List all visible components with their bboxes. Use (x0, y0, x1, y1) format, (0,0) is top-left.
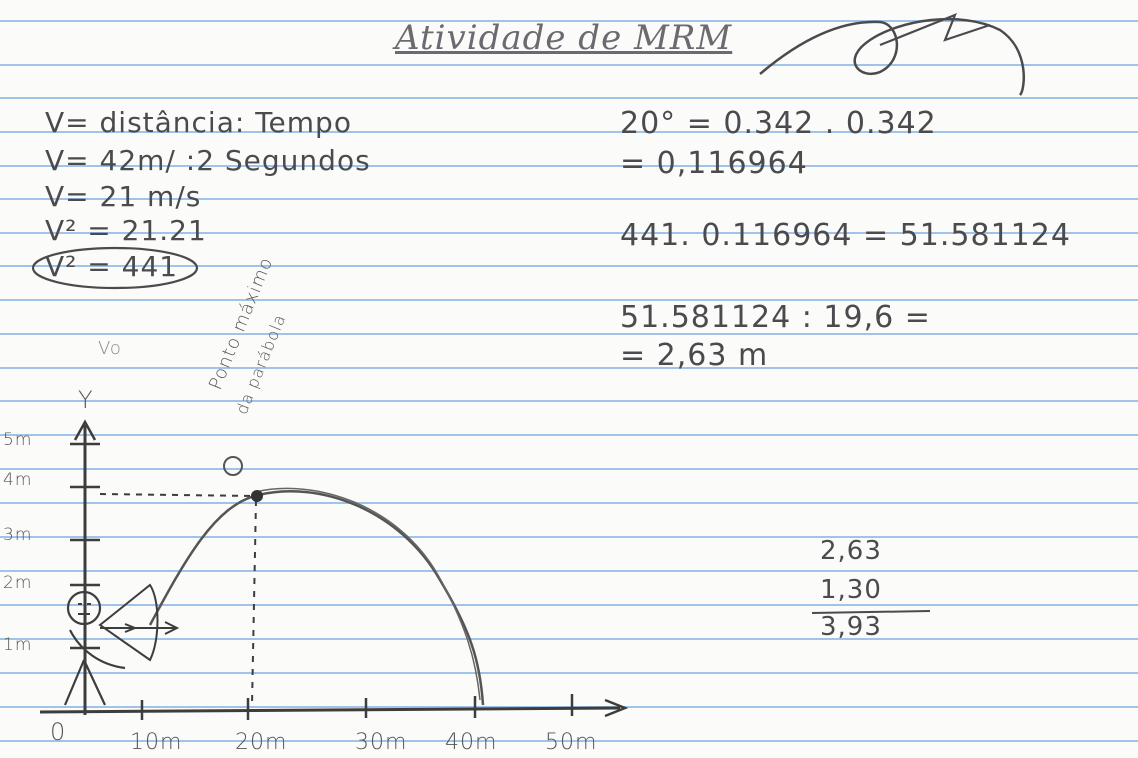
small-arrow-icon (124, 623, 138, 633)
sum-result: 3,93 (820, 612, 882, 642)
origin-label: 0 (50, 718, 67, 746)
x-axis-arrow-icon (604, 698, 629, 718)
y-tick-5m: 5m (3, 430, 33, 450)
ruled-line (0, 97, 1138, 99)
max-distance-guide (251, 499, 257, 706)
ruled-line (0, 672, 1138, 674)
signature-stroke (879, 13, 991, 47)
x-tick-20m: 20m (235, 730, 288, 755)
ruled-line (0, 299, 1138, 301)
x-axis (39, 706, 621, 714)
y-tick-4m: 4m (3, 470, 33, 490)
circle-around-result (31, 246, 199, 290)
launch-arrow-icon (164, 621, 180, 635)
note-line-1: V= distância: Tempo (45, 106, 352, 139)
trajectory-curve-retrace (254, 487, 481, 701)
calc-line-5: = 2,63 m (620, 338, 769, 373)
ruled-line (0, 740, 1138, 742)
x-tick-30m: 30m (355, 730, 408, 755)
calc-line-1: 20° = 0.342 . 0.342 (620, 106, 937, 141)
note-line-5-circled: V² = 441 (45, 250, 179, 283)
launcher-cone (98, 583, 159, 662)
page-title: Atividade de MRM (395, 18, 733, 58)
sum-value-a: 2,63 (820, 536, 882, 566)
ruled-line (0, 638, 1138, 640)
y-tick-3m: 3m (3, 525, 33, 545)
ruled-line (0, 64, 1138, 66)
max-point-marker (251, 490, 263, 502)
ruled-line (0, 536, 1138, 538)
figure-legs (63, 659, 106, 706)
y-tick-2m: 2m (3, 573, 33, 593)
y-tick-1m: 1m (3, 635, 33, 655)
ruled-line (0, 232, 1138, 234)
ruled-line (0, 367, 1138, 369)
figure-arm (69, 629, 126, 670)
ruled-line (0, 20, 1138, 22)
ruled-line (0, 604, 1138, 606)
sum-value-b: 1,30 (820, 575, 882, 605)
scribble-vo: Vo (98, 338, 122, 359)
x-tick-50m: 50m (545, 730, 598, 755)
ruled-line (0, 400, 1138, 402)
ruled-line (0, 468, 1138, 470)
ruled-line (0, 333, 1138, 335)
figure-head (66, 590, 102, 626)
y-axis-label: Y (78, 386, 94, 414)
x-tick-40m: 40m (445, 730, 498, 755)
ruled-line (0, 570, 1138, 572)
ruled-line (0, 198, 1138, 200)
y-axis-arrow-icon (73, 419, 97, 441)
trajectory-curve (148, 490, 485, 706)
annotation-letter-circle (223, 456, 243, 476)
ruled-line (0, 131, 1138, 133)
ruled-line (0, 165, 1138, 167)
note-line-2: V= 42m/ :2 Segundos (45, 144, 371, 177)
signature-scribble (759, 17, 1026, 96)
sum-underline (811, 610, 931, 614)
ruled-line (0, 265, 1138, 267)
ruled-line (0, 434, 1138, 436)
note-line-4: V² = 21.21 (45, 214, 207, 247)
calc-line-2: = 0,116964 (620, 146, 808, 181)
ruled-line (0, 502, 1138, 504)
calc-line-4: 51.581124 : 19,6 = (620, 300, 931, 335)
max-height-guide (99, 493, 256, 497)
x-tick-10m: 10m (130, 730, 183, 755)
note-line-3: V= 21 m/s (45, 180, 202, 213)
calc-line-3: 441. 0.116964 = 51.581124 (620, 218, 1071, 253)
